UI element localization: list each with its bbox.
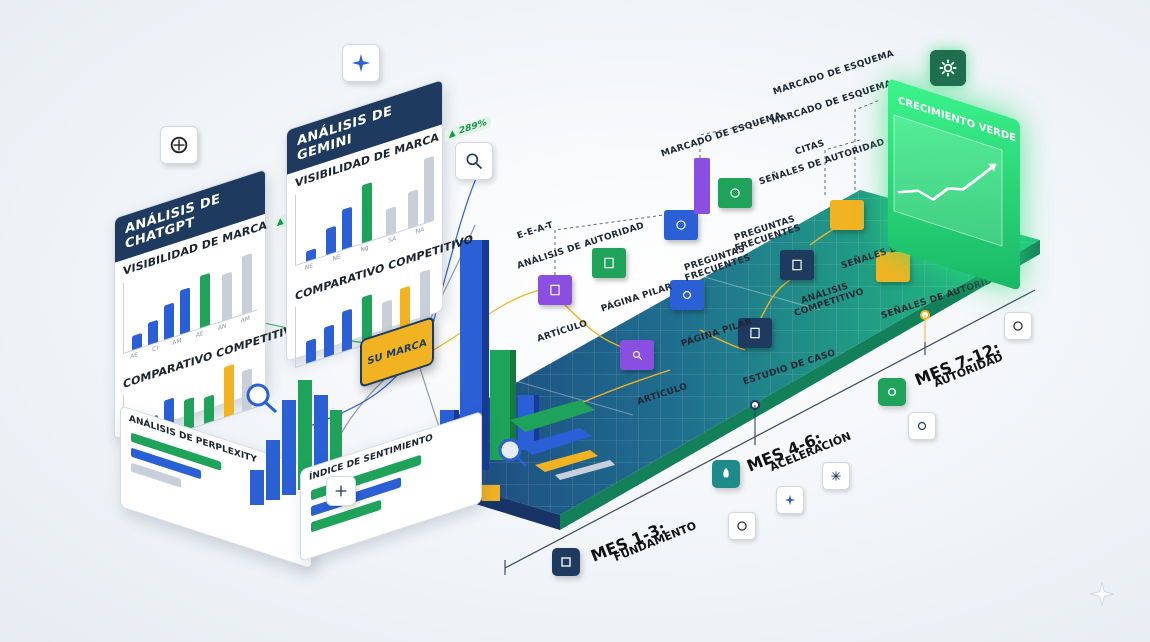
growth-line [897,162,997,202]
perplexity-3d-bar [298,380,312,490]
competitive-analysis-cube [780,250,814,280]
openai-icon [1004,312,1032,340]
growth-gear-icon [930,50,966,86]
magnifier-icon [498,438,522,462]
gemini-sparkle-icon [776,486,804,514]
floor-bar-flat [535,450,598,472]
perplexity-icon [326,476,356,506]
authority-signal-cube [830,200,864,230]
growth-line-chart [893,114,1003,247]
article-cube [620,340,654,370]
floor-bar-flat [520,428,592,455]
sparkle-watermark-icon [1090,582,1114,606]
perplexity-3d-bar [250,470,264,505]
floor-bar-flat [555,460,615,480]
floor-front [560,240,1040,530]
magnifier-icon [246,383,270,407]
perplexity-icon [908,412,936,440]
faq-cube [718,178,752,208]
rocket-icon [712,460,740,488]
purple-pillar [694,158,710,214]
floor-cube-yellow [482,485,500,501]
gear-icon [878,378,906,406]
magnifier-icon [455,142,493,180]
floor-grid [378,190,1040,515]
growth-arrow-icon [988,163,996,172]
perplexity-3d-bar [282,400,296,495]
floor-bar-flat [510,400,595,432]
pillar-page-cube [592,248,626,278]
faq-cube [664,210,698,240]
authority-signal-cube [876,252,910,282]
case-study-cube [738,318,772,348]
chip-icon [552,548,580,576]
gemini-sparkle-icon [342,44,380,82]
article-cube [538,275,572,305]
brand-chip-label: SU MARCA [367,336,427,368]
pillar-page-cube [670,280,704,310]
green-growth-panel: CRECIMIENTO VERDE [888,78,1020,291]
openai-icon [160,126,198,164]
perplexity-icon [822,462,850,490]
perplexity-3d-bar [266,440,280,500]
floor-bar [490,350,510,460]
openai-icon [728,512,756,540]
